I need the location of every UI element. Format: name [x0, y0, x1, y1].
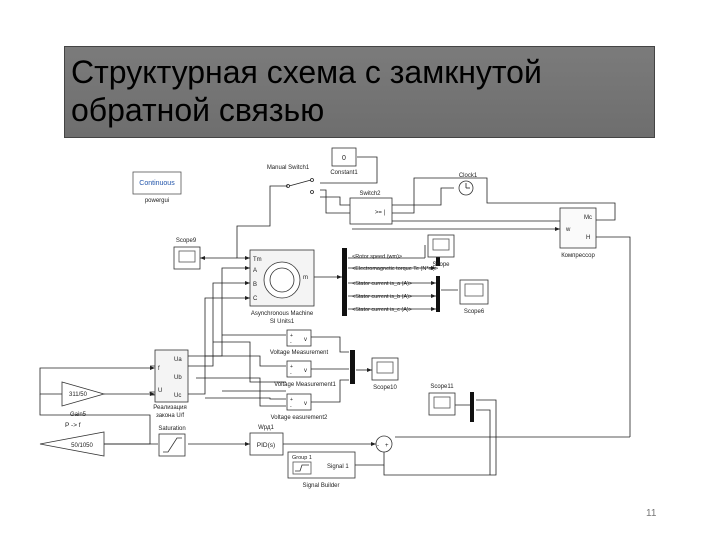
- gain5-label: Gain5: [70, 412, 87, 418]
- svg-text:+: +: [290, 333, 293, 339]
- switch2-sign: >= |: [375, 210, 386, 216]
- voltage-measurement-label: Voltage Measurement: [270, 350, 329, 356]
- machine-sublabel: SI Units1: [270, 319, 295, 325]
- machine-port-m: m: [303, 275, 308, 281]
- voltage-measurement2-label: Voltage easurement2: [271, 415, 328, 421]
- signal-out: Signal 1: [327, 464, 349, 470]
- mux-bar: [436, 276, 440, 312]
- svg-text:-: -: [377, 443, 379, 449]
- voltage-measurement1-block[interactable]: + - v Voltage Measurement1: [274, 360, 337, 388]
- uf-law-block[interactable]: Ua Ub Uc f U Реализация закона U/f: [153, 349, 189, 419]
- compressor-block[interactable]: w Mc H Компрессор: [559, 207, 597, 259]
- compressor-port-h: H: [586, 235, 590, 241]
- uf-port-uc: Uc: [174, 393, 181, 399]
- compressor-port-w: w: [565, 227, 571, 233]
- machine-port-tm: Tm: [253, 257, 262, 263]
- uf-port-u: U: [158, 388, 162, 394]
- mux-bar: [470, 392, 474, 422]
- bus-stator-b: <Stator current is_b (A)>: [352, 294, 412, 300]
- manual-switch-block[interactable]: Manual Switch1: [267, 165, 314, 194]
- scope11-block[interactable]: Scope11: [428, 384, 456, 416]
- slide-title-box: Структурная схема с замкнутой обратной с…: [64, 46, 655, 138]
- gain-p-to-f-value: 50/1050: [71, 443, 93, 449]
- svg-text:v: v: [304, 401, 307, 407]
- sum-block[interactable]: - +: [375, 435, 393, 453]
- svg-text:-: -: [290, 371, 292, 377]
- bus-stator-c: <Stator current is_c (A)>: [352, 307, 412, 313]
- scope9-block[interactable]: Scope9: [173, 238, 201, 270]
- uf-port-ua: Ua: [174, 357, 182, 363]
- svg-text:+: +: [385, 443, 389, 449]
- saturation-label: Saturation: [158, 426, 185, 432]
- uf-port-f: f: [158, 366, 160, 372]
- gain5-value: 311/50: [69, 392, 88, 398]
- svg-text:-: -: [290, 404, 292, 410]
- asynchronous-machine-block[interactable]: Tm A B C m Asynchronous Machine SI Units…: [249, 249, 315, 325]
- scope6-block[interactable]: Scope6: [459, 279, 489, 315]
- scope9-label: Scope9: [176, 238, 197, 244]
- scope-block[interactable]: Scope: [427, 234, 455, 268]
- constant-label: Constant1: [330, 170, 358, 176]
- slide-title: Структурная схема с замкнутой обратной с…: [71, 54, 542, 128]
- scope10-label: Scope10: [373, 385, 397, 391]
- gain-p-to-f-label: P -> f: [65, 422, 81, 429]
- powergui-mode: Continuous: [139, 180, 175, 187]
- uf-label-1: Реализация: [153, 405, 186, 411]
- svg-text:+: +: [290, 397, 293, 403]
- mux-bar: [350, 350, 355, 384]
- signal-group: Group 1: [292, 455, 312, 461]
- powergui-label: powergui: [145, 198, 169, 204]
- svg-text:-: -: [290, 340, 292, 346]
- machine-port-b: B: [253, 282, 257, 288]
- bus-rotor-speed: <Rotor speed (wm)>: [352, 254, 402, 260]
- gain-p-to-f-block[interactable]: P -> f 50/1050: [39, 422, 105, 457]
- scope6-label: Scope6: [464, 309, 485, 315]
- voltage-measurement2-block[interactable]: + - v Voltage easurement2: [271, 393, 328, 421]
- voltage-measurement1-label: Voltage Measurement1: [274, 382, 336, 388]
- bus-torque: <Electromagnetic torque Te (N*m)>: [352, 266, 438, 272]
- compressor-label: Компрессор: [561, 253, 595, 259]
- compressor-port-mc: Mc: [584, 215, 592, 221]
- voltage-measurement-block[interactable]: + - v Voltage Measurement: [270, 329, 329, 356]
- switch2-block[interactable]: Switch2 >= |: [349, 191, 393, 225]
- gain5-block[interactable]: 311/50 Gain5: [61, 381, 106, 418]
- machine-label: Asynchronous Machine: [251, 311, 314, 317]
- clock-label: Clock1: [459, 173, 478, 179]
- signal-builder-block[interactable]: Group 1 Signal 1 Signal Builder: [287, 451, 356, 489]
- slide-page-number: 11: [646, 508, 657, 519]
- scope11-label: Scope11: [430, 384, 454, 390]
- constant-block[interactable]: 0 Constant1: [330, 147, 358, 176]
- machine-port-a: A: [253, 268, 257, 274]
- bus-stator-a: <Stator current is_a (A)>: [352, 281, 412, 287]
- svg-text:+: +: [290, 364, 293, 370]
- clock-block[interactable]: Clock1: [458, 173, 478, 196]
- pid-label: PID(s): [257, 442, 275, 449]
- machine-port-c: C: [253, 296, 258, 302]
- signal-lines: [39, 156, 631, 476]
- saturation-block[interactable]: Saturation: [158, 426, 186, 457]
- uf-port-ub: Ub: [174, 375, 182, 381]
- switch2-label: Switch2: [359, 191, 381, 197]
- svg-text:v: v: [304, 337, 307, 343]
- constant-value: 0: [342, 155, 346, 162]
- pid-name: Wрд1: [258, 425, 274, 431]
- scope10-block[interactable]: Scope10: [371, 357, 399, 391]
- bus-selector-block[interactable]: <Rotor speed (wm)> <Electromagnetic torq…: [342, 248, 438, 316]
- arrowheads: [150, 227, 560, 446]
- signal-builder-label: Signal Builder: [302, 483, 339, 489]
- powergui-block[interactable]: Continuous powergui: [132, 171, 182, 204]
- svg-text:v: v: [304, 368, 307, 374]
- pid-block[interactable]: Wрд1 PID(s): [249, 425, 284, 456]
- scope-label: Scope: [432, 262, 450, 268]
- uf-label-2: закона U/f: [156, 413, 184, 419]
- manual-switch-label: Manual Switch1: [267, 165, 310, 171]
